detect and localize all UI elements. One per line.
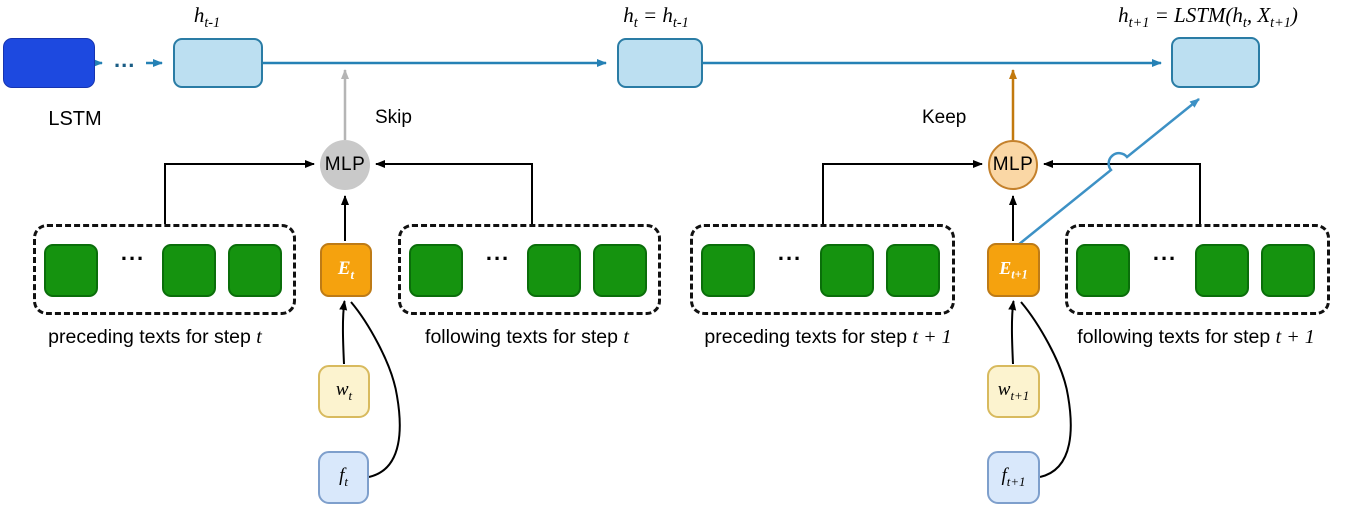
text-token bbox=[593, 244, 647, 297]
feature-next-box: ft+1 bbox=[987, 451, 1040, 504]
hidden-state-prev-label: ht-1 bbox=[193, 3, 221, 32]
group-following-t1: ... bbox=[1065, 224, 1330, 315]
group-preceding-t1: ... bbox=[690, 224, 955, 315]
curve-fnext-to-enext bbox=[1020, 301, 1072, 478]
bracket-preceding-t-to-mlp bbox=[164, 160, 315, 224]
text-token bbox=[886, 244, 940, 297]
lstm-cell-label: LSTM bbox=[48, 108, 102, 130]
ellipsis-tokens: ... bbox=[777, 240, 803, 265]
text-token bbox=[1076, 244, 1130, 297]
feature-t-box: ft bbox=[318, 451, 369, 504]
ellipsis-tokens: ... bbox=[120, 240, 146, 265]
group-following-t-label: following texts for step t bbox=[425, 326, 629, 348]
bracket-following-t-to-mlp bbox=[375, 160, 533, 224]
text-token bbox=[44, 244, 98, 297]
text-token bbox=[820, 244, 874, 297]
mlp-skip-circle: MLP bbox=[320, 140, 370, 190]
hidden-state-next-box bbox=[1171, 37, 1260, 88]
lstm-cell-box bbox=[3, 38, 95, 88]
group-preceding-t-label: preceding texts for step t bbox=[48, 326, 262, 348]
skip-label: Skip bbox=[375, 107, 412, 128]
word-t-box: wt bbox=[318, 365, 370, 418]
keep-label: Keep bbox=[922, 107, 967, 128]
word-next-box: wt+1 bbox=[987, 365, 1040, 418]
group-following-t: ... bbox=[398, 224, 661, 315]
text-token bbox=[228, 244, 282, 297]
text-token bbox=[527, 244, 581, 297]
embedding-t-box: Et bbox=[320, 243, 372, 297]
ellipsis-tokens: ... bbox=[485, 240, 511, 265]
group-preceding-t1-label: preceding texts for step t + 1 bbox=[704, 326, 952, 348]
hidden-state-prev-box bbox=[173, 38, 263, 88]
embedding-next-box: Et+1 bbox=[987, 243, 1040, 297]
arrow-wnext-to-enext bbox=[1008, 300, 1017, 365]
hidden-state-t-box bbox=[617, 38, 703, 88]
mlp-keep-circle: MLP bbox=[988, 140, 1038, 190]
ellipsis-chain: ... bbox=[114, 47, 136, 72]
group-preceding-t: ... bbox=[33, 224, 296, 315]
text-token bbox=[409, 244, 463, 297]
bracket-preceding-t1-to-mlp bbox=[822, 160, 983, 224]
text-token bbox=[1195, 244, 1249, 297]
mlp-keep-label: MLP bbox=[992, 154, 1034, 175]
text-token bbox=[701, 244, 755, 297]
text-token bbox=[1261, 244, 1315, 297]
ellipsis-tokens: ... bbox=[1152, 240, 1178, 265]
hidden-state-next-label: ht+1 = LSTM(ht, Xt+1) bbox=[1118, 3, 1298, 32]
curve-ft-to-et bbox=[350, 301, 401, 478]
arrow-enext-to-hnext bbox=[1017, 98, 1200, 246]
group-following-t1-label: following texts for step t + 1 bbox=[1077, 326, 1315, 348]
arrow-wt-to-et bbox=[339, 300, 348, 365]
hidden-state-t-label: ht = ht-1 bbox=[623, 3, 689, 32]
bracket-following-t1-to-mlp bbox=[1043, 160, 1201, 224]
text-token bbox=[162, 244, 216, 297]
mlp-skip-label: MLP bbox=[324, 154, 366, 175]
